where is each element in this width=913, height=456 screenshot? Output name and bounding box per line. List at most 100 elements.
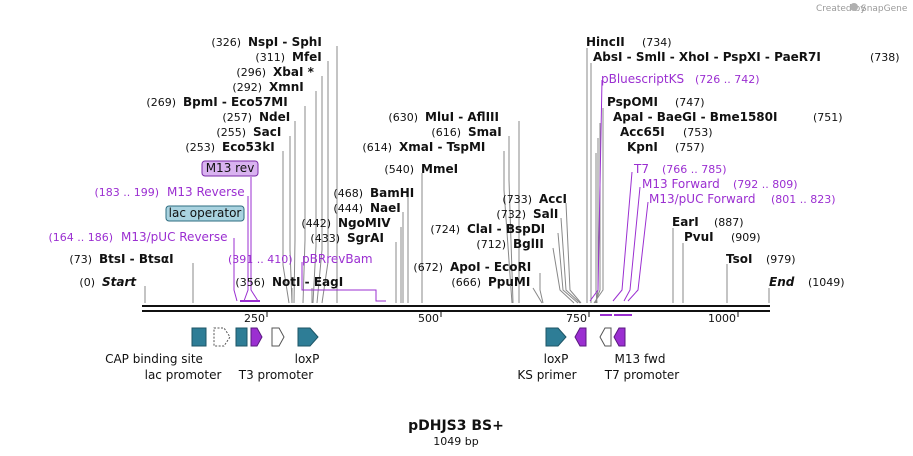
feature-label-cap: CAP binding site (105, 352, 203, 366)
site-pos-xmn: (292) (232, 81, 262, 94)
ruler-tick-500: 500 (418, 312, 439, 325)
primer-connectors (233, 79, 649, 302)
site-label-apa: ApaI - BaeGI - Bme1580I (613, 110, 777, 124)
site-pos-mme: (540) (384, 163, 414, 176)
end-pos: (1049) (808, 276, 845, 289)
primer-label-pbrrevbam: pBRrevBam (302, 252, 373, 266)
site-label-bamhi: BamHI (370, 186, 414, 200)
feature-shapes (191, 327, 626, 347)
site-pos-mfe: (311) (255, 51, 285, 64)
lac-operator-feature (235, 327, 248, 347)
site-label-xmn: XmnI (269, 80, 304, 94)
site-pos-cla: (724) (430, 223, 460, 236)
primer-label-m13-forward: M13 Forward (642, 177, 720, 191)
site-connectors-mid (395, 121, 582, 304)
start-label: Start (102, 275, 137, 289)
primer-label-t7: T7 (633, 162, 649, 176)
site-pos-bamhi: (468) (333, 187, 363, 200)
ks-primer-feature (574, 327, 587, 347)
lac-promoter-feature (213, 327, 231, 347)
site-pos-tso: (979) (766, 253, 796, 266)
site-pos-acc65: (753) (683, 126, 713, 139)
site-label-eco53: Eco53kI (222, 140, 275, 154)
feature-label-loxp-right: loxP (544, 352, 569, 366)
primer-range-m13puc-reverse: (164 .. 186) (48, 231, 113, 244)
site-label-bpm: BpmI - Eco57MI (183, 95, 288, 109)
site-pos-sal: (732) (496, 208, 526, 221)
site-label-not: NotI - EagI (272, 275, 343, 289)
site-pos-nde: (257) (222, 111, 252, 124)
site-pos-bgl: (712) (476, 238, 506, 251)
site-pos-abs: (738) (870, 51, 900, 64)
lac-operator-box (165, 205, 245, 222)
primer-range-t7: (766 .. 785) (662, 163, 727, 176)
t7-promoter-feature (599, 327, 612, 347)
credit-text: Created by (816, 4, 866, 14)
site-label-pvu: PvuI (684, 230, 714, 244)
site-label-bts: BtsI - BtsαI (99, 252, 174, 266)
snapgene-logo-icon (850, 3, 858, 11)
site-pos-nsp: (326) (211, 36, 241, 49)
site-label-mme: MmeI (421, 162, 458, 176)
start-pos: (0) (79, 276, 95, 289)
t3-promoter-feature (271, 327, 285, 347)
site-label-nsp: NspI - SphI (248, 35, 322, 49)
site-pos-bpm: (269) (146, 96, 176, 109)
site-connectors-left (144, 46, 338, 304)
primer-label-m13puc-reverse: M13/pUC Reverse (121, 230, 228, 244)
site-pos-eco53: (253) (185, 141, 215, 154)
m13-rev-feature (250, 327, 263, 347)
ruler-ticks (266, 312, 739, 317)
m13-rev-box (201, 160, 259, 177)
site-label-cla: ClaI - BspDI (467, 222, 545, 236)
end-label: End (769, 275, 795, 289)
site-label-pspom: PspOMI (607, 95, 658, 109)
site-label-nde: NdeI (259, 110, 290, 124)
site-pos-sma: (616) (431, 126, 461, 139)
primer-range-pbluescriptks: (726 .. 742) (695, 73, 760, 86)
cap-binding-site-feature (191, 327, 207, 347)
site-pos-nae: (444) (333, 202, 363, 215)
site-pos-hinc: (734) (642, 36, 672, 49)
site-label-ear: EarI (672, 215, 699, 229)
m13-fwd-feature (613, 327, 626, 347)
site-pos-sgr: (433) (310, 232, 340, 245)
site-label-sgr: SgrAI (347, 231, 384, 245)
backbone (142, 305, 770, 312)
primer-bars (240, 300, 632, 316)
site-label-xma: XmaI - TspMI (399, 140, 485, 154)
site-label-bgl: BglII (513, 237, 544, 251)
site-label-ppu: PpuMI (488, 275, 530, 289)
feature-label-lac-promoter: lac promoter (145, 368, 222, 382)
plasmid-length: 1049 bp (433, 435, 478, 448)
feature-label-m13-fwd: M13 fwd (615, 352, 666, 366)
site-pos-xba: (296) (236, 66, 266, 79)
site-pos-pspom: (747) (675, 96, 705, 109)
site-pos-apa: (751) (813, 111, 843, 124)
site-pos-pvu: (909) (731, 231, 761, 244)
primer-range-pbrrevbam: (391 .. 410) (228, 253, 293, 266)
site-label-hinc: HincII (586, 35, 625, 49)
site-pos-not: (356) (235, 276, 265, 289)
ruler-tick-1000: 1000 (708, 312, 736, 325)
site-pos-xma: (614) (362, 141, 392, 154)
site-label-sma: SmaI (468, 125, 502, 139)
primer-label-m13-reverse: M13 Reverse (167, 185, 245, 199)
feature-label-loxp-left: loxP (295, 352, 320, 366)
site-label-kpn: KpnI (627, 140, 658, 154)
site-pos-mlu: (630) (388, 111, 418, 124)
site-pos-ear: (887) (714, 216, 744, 229)
site-label-sac: SacI (253, 125, 281, 139)
site-label-nae: NaeI (370, 201, 401, 215)
primer-label-m13puc-forward: M13/pUC Forward (649, 192, 756, 206)
site-label-sal: SalI (533, 207, 558, 221)
site-pos-acc: (733) (502, 193, 532, 206)
site-pos-sac: (255) (216, 126, 246, 139)
site-label-acc65: Acc65I (620, 125, 665, 139)
site-label-acc: AccI (539, 192, 567, 206)
site-label-tso: TsoI (726, 252, 752, 266)
feature-label-t3-promoter: T3 promoter (238, 368, 314, 382)
feature-label-t7-promoter: T7 promoter (604, 368, 680, 382)
site-label-ngo: NgoMIV (338, 216, 391, 230)
site-label-xba: XbaI * (273, 65, 315, 79)
